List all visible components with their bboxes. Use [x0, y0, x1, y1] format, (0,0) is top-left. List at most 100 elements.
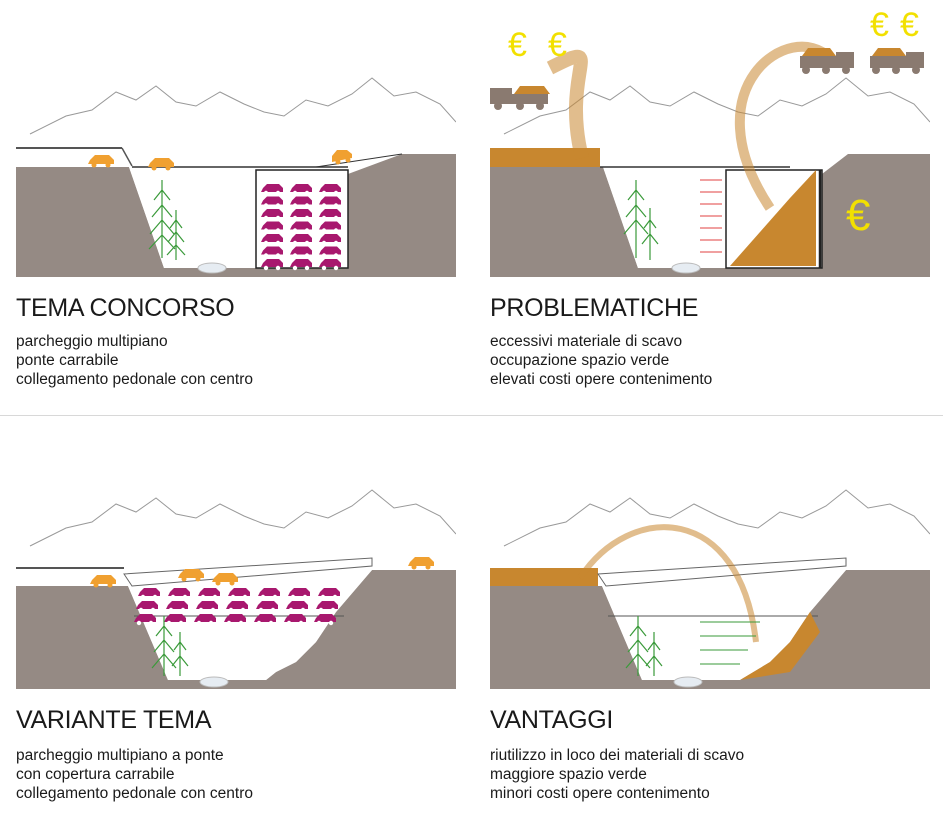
parked-cars-grid: [134, 588, 340, 626]
panel-problematiche: € € € € € PROBLEMATICHE eccessivi materi…: [490, 8, 930, 390]
soil-layer-left: [490, 148, 600, 167]
car-icon: [319, 196, 341, 205]
car-icon: [258, 588, 280, 596]
car-icon: [164, 614, 186, 622]
car-wheel: [136, 620, 142, 626]
panel-description: parcheggio multipiano ponte carrabile co…: [16, 332, 253, 389]
car-icon: [224, 614, 246, 622]
description-line: eccessivi materiale di scavo: [490, 333, 683, 350]
car-wheel: [263, 190, 269, 196]
car-wheel: [302, 594, 308, 600]
description-line: maggiore spazio verde: [490, 766, 647, 783]
panel-title: PROBLEMATICHE: [490, 294, 699, 322]
description-line: riutilizzo in loco dei materiali di scav…: [490, 747, 745, 764]
car-wheel: [333, 203, 339, 208]
car-wheel: [275, 253, 281, 258]
soil-wedge: [730, 170, 816, 266]
car-icon: [196, 601, 218, 609]
car-wheel: [318, 607, 324, 613]
car-icon: [228, 588, 250, 596]
panel-variante-tema: VARIANTE TEMA parcheggio multipiano a po…: [16, 482, 456, 812]
car-wheel: [263, 253, 269, 258]
car-icon: [138, 588, 160, 596]
car-wheel: [292, 253, 298, 258]
car-wheel: [275, 190, 281, 196]
car-wheel: [333, 228, 339, 233]
euro-symbol: €: [508, 26, 527, 64]
car-icon: [290, 196, 312, 205]
car-icon: [290, 234, 312, 242]
car-wheel: [328, 620, 334, 626]
car-wheel: [272, 594, 278, 600]
panel-vantaggi: VANTAGGI riutilizzo in loco dei material…: [490, 482, 930, 812]
ground-right: [822, 154, 930, 277]
export-arrow-left: [546, 49, 589, 160]
car-wheel: [263, 240, 269, 246]
car-wheel: [304, 240, 310, 246]
car-wheel: [292, 265, 298, 271]
car-wheel: [226, 620, 232, 626]
euro-symbol: €: [900, 8, 919, 44]
excavation-pit: [602, 570, 846, 680]
panel-title: VARIANTE TEMA: [16, 706, 212, 734]
pond-icon: [197, 262, 227, 274]
car-wheel: [196, 620, 202, 626]
car-wheel: [263, 265, 269, 271]
car-wheel: [292, 240, 298, 246]
car-wheel: [242, 594, 248, 600]
car-wheel: [148, 620, 154, 626]
car-wheel: [275, 240, 281, 246]
car-icon: [319, 259, 341, 267]
description-line: parcheggio multipiano a ponte: [16, 747, 224, 764]
pond-icon: [673, 676, 703, 688]
truck-icon: [490, 86, 550, 110]
car-wheel: [290, 594, 296, 600]
car-wheel: [321, 228, 327, 233]
car-wheel: [304, 265, 310, 271]
car-wheel: [263, 203, 269, 208]
section-diagram-tema-concorso: [16, 77, 456, 277]
car-wheel: [200, 594, 206, 600]
car-wheel: [304, 228, 310, 233]
thrust-arrows: [700, 179, 722, 253]
car-wheel: [321, 203, 327, 208]
car-wheel: [316, 620, 322, 626]
euro-symbol: €: [846, 191, 870, 240]
car-wheel: [321, 190, 327, 196]
car-icon: [134, 614, 156, 622]
car-wheel: [180, 607, 186, 613]
car-wheel: [286, 620, 292, 626]
car-icon: [314, 614, 336, 622]
thrust-arrows: [700, 621, 760, 665]
car-icon: [261, 184, 283, 192]
description-line: collegamento pedonale con centro: [16, 785, 253, 802]
panel-tema-concorso: TEMA CONCORSO parcheggio multipiano pont…: [16, 70, 456, 390]
description-line: ponte carrabile: [16, 352, 119, 369]
ground-base: [16, 268, 456, 277]
car-icon: [319, 184, 341, 192]
car-icon: [226, 601, 248, 609]
mountain-outline: [503, 489, 930, 547]
car-wheel: [140, 594, 146, 600]
car-wheel: [270, 607, 276, 613]
car-wheel: [333, 253, 339, 258]
car-wheel: [275, 265, 281, 271]
car-icon: [288, 588, 310, 596]
car-icon: [284, 614, 306, 622]
car-wheel: [330, 607, 336, 613]
car-icon: [316, 601, 338, 609]
car-wheel: [300, 607, 306, 613]
panel-description: riutilizzo in loco dei materiali di scav…: [490, 746, 744, 803]
car-wheel: [240, 607, 246, 613]
pond-icon: [199, 676, 229, 688]
car-wheel: [292, 203, 298, 208]
ground-left: [16, 570, 456, 689]
description-line: occupazione spazio verde: [490, 352, 670, 369]
car-icon: [136, 601, 158, 609]
car-wheel: [321, 265, 327, 271]
car-wheel: [333, 265, 339, 271]
car-wheel: [321, 253, 327, 258]
car-wheel: [320, 594, 326, 600]
car-wheel: [198, 607, 204, 613]
euro-icon: € € € € €: [508, 8, 919, 240]
